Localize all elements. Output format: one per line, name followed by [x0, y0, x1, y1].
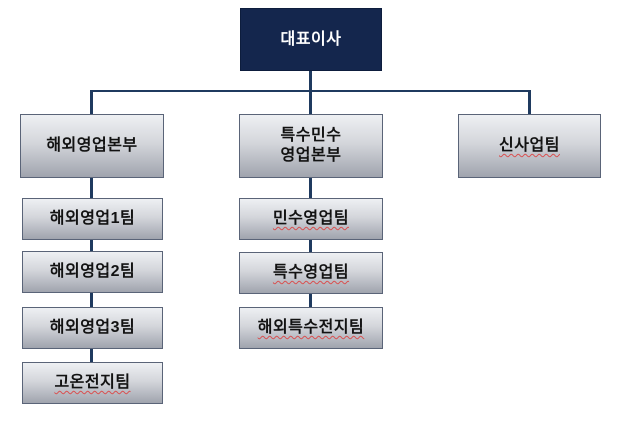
connector-middle-3 — [309, 294, 312, 307]
node-civilian-sales-team: 민수영업팀 — [239, 198, 383, 240]
connector-left-3 — [90, 293, 93, 307]
node-overseas-sales-team-2-label: 해외영업2팀 — [49, 263, 136, 280]
node-new-business-team: 신사업팀 — [458, 114, 601, 178]
node-overseas-sales-team-3-label: 해외영업3팀 — [49, 319, 136, 336]
connector-left-4 — [90, 349, 93, 362]
node-special-sales-team-label: 특수영업팀 — [272, 264, 350, 281]
node-overseas-special-battery-team-label: 해외특수전지팀 — [257, 319, 365, 336]
connector-drop-right — [528, 90, 531, 114]
node-new-business-team-label: 신사업팀 — [499, 137, 560, 154]
node-special-sales-team: 특수영업팀 — [239, 252, 383, 294]
node-overseas-special-battery-team: 해외특수전지팀 — [239, 307, 383, 349]
connector-left-1 — [90, 178, 93, 198]
node-high-temp-battery-team-label: 고온전지팀 — [54, 374, 131, 391]
node-overseas-sales-team-1: 해외영업1팀 — [22, 198, 163, 240]
node-special-civilian-sales-division-label: 특수민수 영업본부 — [280, 127, 342, 164]
connector-middle-2 — [309, 240, 312, 252]
node-high-temp-battery-team: 고온전지팀 — [22, 362, 163, 404]
node-overseas-sales-team-1-label: 해외영업1팀 — [49, 210, 136, 227]
node-overseas-sales-division-label: 해외영업본부 — [46, 137, 138, 154]
connector-drop-middle — [309, 90, 312, 114]
node-overseas-sales-division: 해외영업본부 — [20, 114, 164, 178]
connector-left-2 — [90, 240, 93, 251]
node-overseas-sales-team-2: 해외영업2팀 — [22, 251, 163, 293]
connector-root-stem — [309, 71, 312, 91]
node-civilian-sales-team-label: 민수영업팀 — [272, 210, 350, 227]
node-overseas-sales-team-3: 해외영업3팀 — [22, 307, 163, 349]
node-special-civilian-sales-division: 특수민수 영업본부 — [239, 114, 383, 178]
connector-middle-1 — [309, 178, 312, 198]
node-ceo-label: 대표이사 — [280, 30, 342, 48]
node-ceo: 대표이사 — [240, 8, 382, 71]
connector-drop-left — [90, 90, 93, 114]
